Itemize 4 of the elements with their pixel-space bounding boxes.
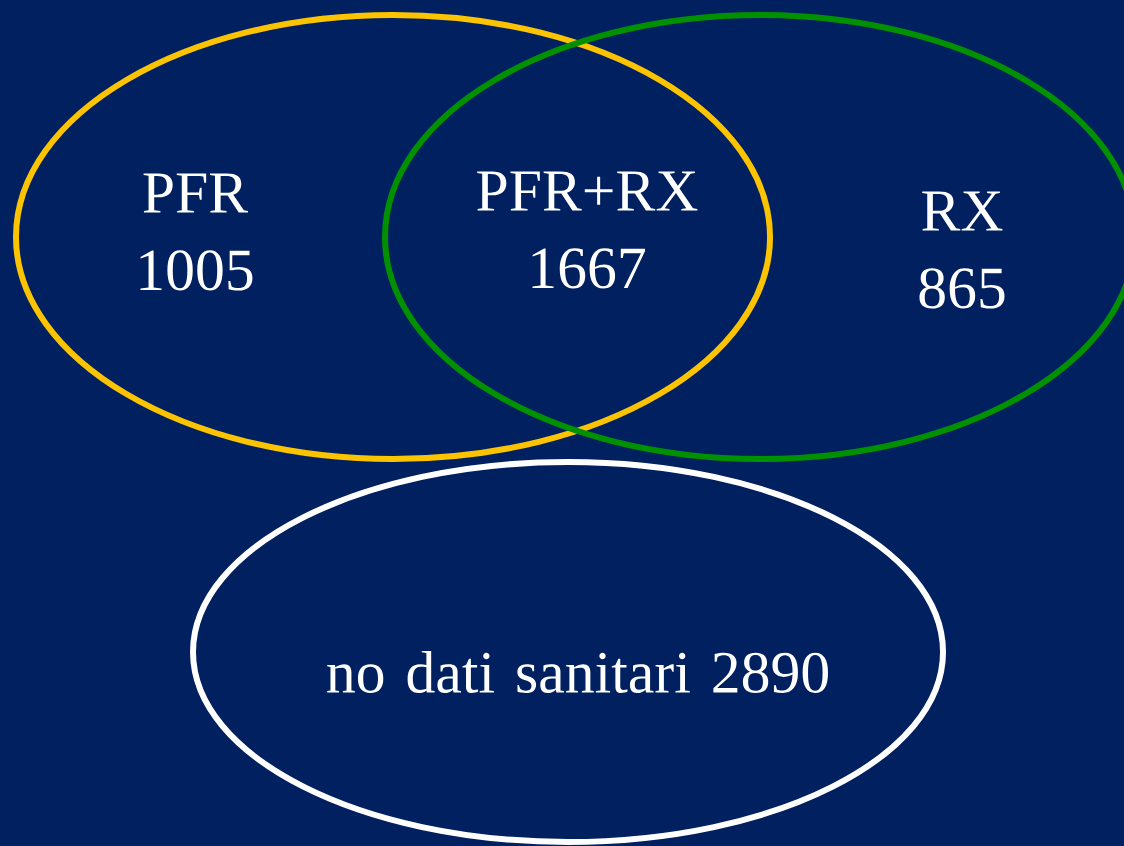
overlap-label: PFR+RX 1667 xyxy=(477,171,698,289)
set-label: PFR 1005 xyxy=(140,173,253,291)
set-label: RX 865 xyxy=(919,191,1005,309)
set-label: no dati sanitari 2890 xyxy=(327,651,828,694)
